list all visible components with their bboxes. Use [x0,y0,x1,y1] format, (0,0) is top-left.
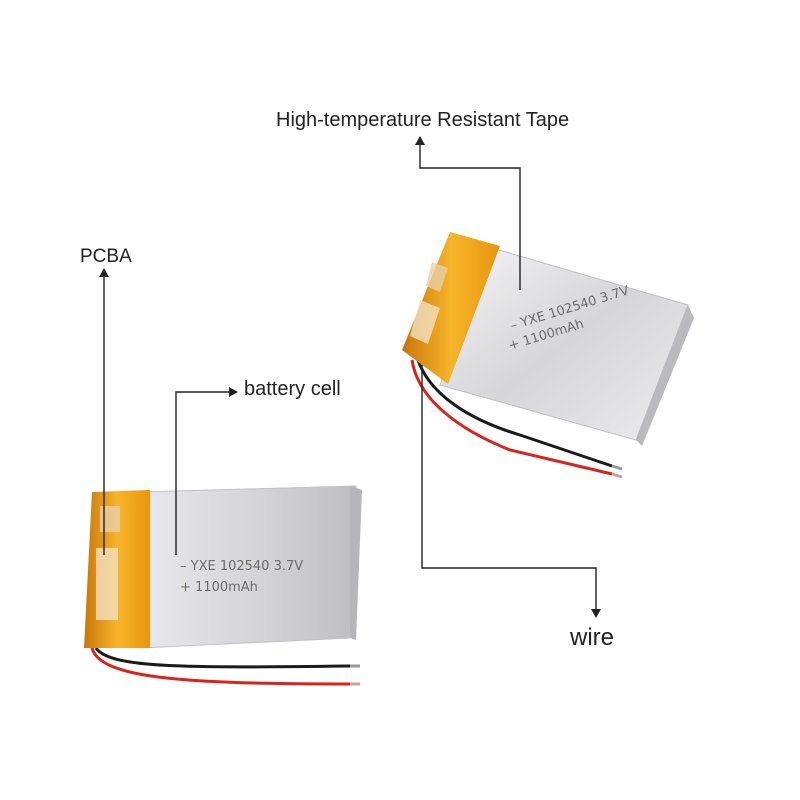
wire-red-back [410,359,613,476]
wire-leader [421,365,597,612]
cell-arrowhead [229,387,238,397]
tape-leader [419,142,521,290]
battery-back: – YXE 102540 3.7V + 1100mAh [402,232,694,479]
callout-leaders [103,142,597,612]
tape-callout-label: High-temperature Resistant Tape [276,109,570,131]
wire-black-front [94,647,351,669]
wire-red-front [90,647,351,686]
cell-callout-label: battery cell [244,378,341,400]
tape-back [402,232,500,384]
pcba-arrowhead [99,268,109,277]
wire-black-back [416,359,613,468]
pcba-callout-label: PCBA [80,246,132,267]
wire-arrowhead [591,609,601,618]
callout-arrowheads [99,136,601,618]
tape-arrowhead [415,136,425,145]
wire-callout-label: wire [570,624,615,651]
cell-leader [175,391,232,555]
cell-label-front-line1: – YXE 102540 3.7V [180,559,303,574]
battery-front: – YXE 102540 3.7V + 1100mAh [84,485,362,686]
cell-label-front-line2: + 1100mAh [180,580,258,595]
